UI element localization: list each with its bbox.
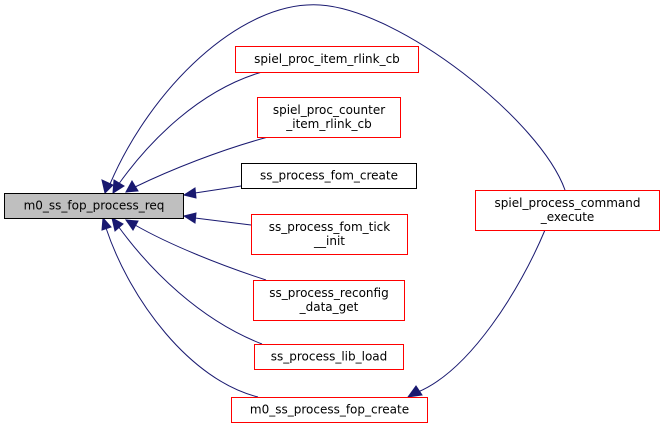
node-ss-process-lib-load[interactable]: ss_process_lib_load — [254, 344, 404, 370]
node-label: m0_ss_process_fop_create — [250, 403, 409, 417]
edge-spiel-proc-counter-item-rlink-cb-to-focus — [134, 136, 269, 188]
arrowhead-icon — [125, 179, 139, 193]
node-m0-ss-fop-process-req[interactable]: m0_ss_fop_process_req — [4, 193, 184, 219]
node-label: spiel_proc_item_rlink_cb — [254, 52, 400, 66]
node-label: _execute — [540, 210, 595, 224]
node-label: spiel_process_command — [495, 196, 641, 210]
node-m0-ss-process-fop-create[interactable]: m0_ss_process_fop_create — [231, 397, 428, 423]
node-label: ss_process_reconfig — [269, 286, 388, 300]
arrowhead-icon — [406, 385, 423, 398]
edge-m0-ss-process-fop-create-to-focus — [105, 227, 259, 398]
edge-ss-process-fom-create-to-focus — [194, 185, 242, 194]
node-box[interactable] — [4, 193, 184, 219]
node-box[interactable] — [251, 214, 408, 255]
node-label: m0_ss_fop_process_req — [24, 199, 165, 213]
node-ss-process-reconfig-data-get[interactable]: ss_process_reconfig_data_get — [253, 280, 405, 321]
node-label: ss_process_fom_tick — [269, 220, 391, 234]
node-label: ss_process_fom_create — [260, 169, 398, 183]
arrowhead-icon — [111, 217, 124, 232]
node-spiel-proc-counter-item-rlink-cb[interactable]: spiel_proc_counter_item_rlink_cb — [257, 97, 401, 138]
edge-spiel-proc-item-rlink-cb-to-focus — [117, 71, 263, 186]
node-box[interactable] — [254, 344, 404, 370]
arrowhead-icon — [182, 187, 197, 199]
arrowhead-icon — [124, 219, 139, 231]
node-box[interactable] — [257, 97, 401, 138]
edge-spiel-process-command-execute-to-m0-ss-process-fop-create — [417, 229, 546, 393]
node-label: _data_get — [299, 300, 359, 314]
nodes: m0_ss_fop_process_req spiel_proc_item_rli… — [4, 46, 660, 423]
node-box[interactable] — [241, 163, 417, 189]
node-box[interactable] — [231, 397, 428, 423]
node-box[interactable] — [253, 280, 405, 321]
node-box[interactable] — [235, 46, 419, 73]
arrowhead-icon — [112, 179, 125, 194]
node-box[interactable] — [475, 190, 660, 231]
edge-ss-process-lib-load-to-focus — [117, 225, 263, 345]
edges — [101, 4, 566, 398]
edge-spiel-process-command-execute-to-focus — [109, 4, 566, 191]
arrowhead-icon — [101, 216, 112, 231]
node-ss-process-fom-tick-init[interactable]: ss_process_fom_tick__init — [251, 214, 408, 255]
node-spiel-proc-item-rlink-cb[interactable]: spiel_proc_item_rlink_cb — [235, 46, 419, 73]
arrowhead-icon — [182, 212, 197, 224]
edge-ss-process-reconfig-data-get-to-focus — [134, 224, 267, 281]
arrowhead-icon — [101, 179, 114, 194]
node-label: _item_rlink_cb — [285, 117, 371, 131]
node-spiel-process-command-execute[interactable]: spiel_process_command_execute — [475, 190, 660, 231]
node-ss-process-fom-create[interactable]: ss_process_fom_create — [241, 163, 417, 189]
edge-ss-process-fom-tick-init-to-focus — [194, 217, 252, 226]
node-label: __init — [313, 234, 345, 248]
node-label: spiel_proc_counter — [273, 103, 385, 117]
node-label: ss_process_lib_load — [271, 350, 388, 364]
